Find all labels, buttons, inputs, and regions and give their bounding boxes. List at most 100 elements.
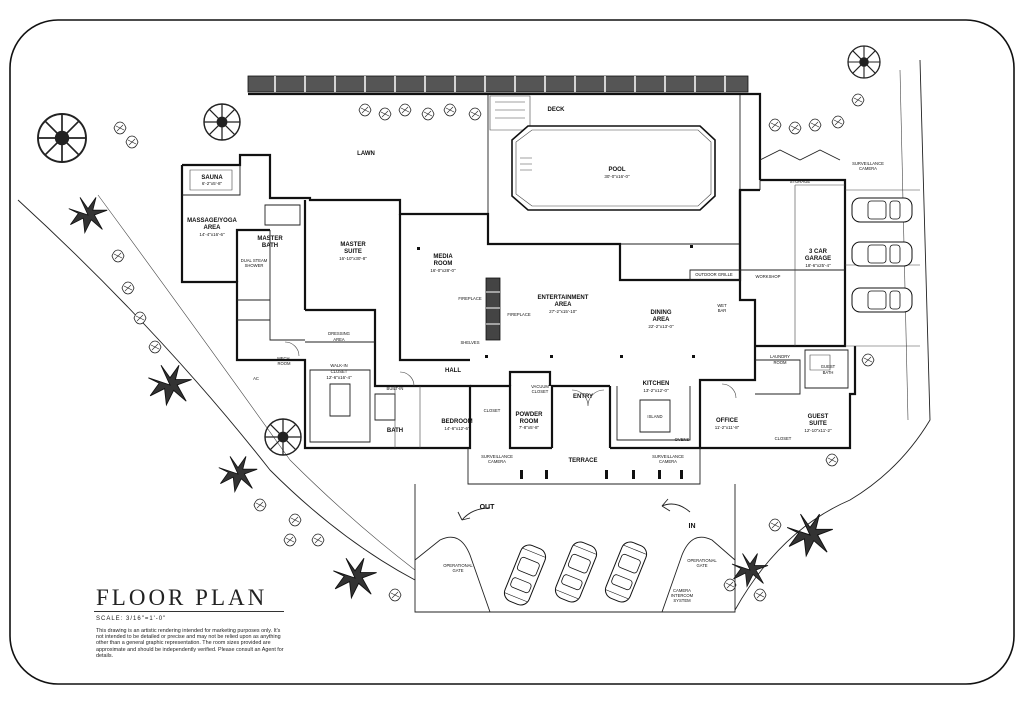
palm-icon: [731, 553, 769, 587]
car-icon: [851, 197, 913, 223]
room-label-hall: HALL: [445, 368, 461, 374]
room-label-laundry-2: ROOM: [773, 360, 787, 365]
terrace-area: [467, 448, 701, 485]
hedge-row: [247, 75, 749, 93]
palm-icon: [218, 455, 258, 493]
room-label-shower-2: SHOWER: [245, 263, 264, 268]
camera-label-3b: CAMERA: [859, 166, 877, 171]
room-label-bath: BATH: [387, 428, 403, 434]
room-dim-powder: 7'-8"x5'-8": [519, 425, 540, 430]
room-label-wet-bar-2: BAR: [718, 308, 727, 313]
tree-icon: [847, 45, 881, 79]
room-label-terrace: TERRACE: [568, 458, 597, 464]
room-label-laundry: LAUNDRY: [770, 354, 790, 359]
room-label-ovens: OVENS: [675, 437, 690, 442]
room-label-office: OFFICE: [716, 418, 738, 424]
room-label-master-suite-2: SUITE: [344, 249, 362, 255]
camera-label-1b: CAMERA: [488, 459, 506, 464]
room-label-media: MEDIA: [433, 254, 453, 260]
room-label-kitchen: KITCHEN: [643, 381, 670, 387]
camera-label-2: SURVEILLANCE: [652, 454, 684, 459]
room-label-dressing: DRESSING: [328, 331, 350, 336]
room-dim-media: 16'-0"x28'-0": [430, 268, 456, 273]
room-dim-bedroom: 14'-6"x12'-6": [444, 426, 470, 431]
room-label-powder-2: ROOM: [520, 419, 539, 425]
room-label-shower: DUAL STEAM: [241, 258, 268, 263]
lawn-label: LAWN: [357, 151, 375, 157]
fireplace-block: [485, 277, 501, 341]
pool: [511, 125, 716, 211]
room-label-guest-bath: GUEST: [821, 364, 836, 369]
room-dim-walkin: 12'-6"x16'-4": [326, 375, 352, 380]
room-label-media-2: ROOM: [434, 261, 453, 267]
intercom-label-2: INTERCOM: [671, 593, 694, 598]
room-label-vacuum-2: CLOSET: [532, 389, 549, 394]
title-underline: [94, 611, 284, 612]
camera-label-2b: CAMERA: [659, 459, 677, 464]
plan-scale: SCALE: 3/16"=1'-0": [96, 616, 167, 622]
room-label-massage-2: AREA: [203, 225, 221, 231]
room-label-guest-bath-2: BATH: [823, 370, 834, 375]
room-label-massage: MASSAGE/YOGA: [187, 218, 237, 224]
room-label-grille: OUTDOOR GRILLE: [695, 272, 733, 277]
room-labels: SAUNA 6'-2"x5'-8" MASSAGE/YOGA AREA 14'-…: [187, 175, 835, 464]
room-label-built-in: BUILT-IN: [387, 386, 404, 391]
room-dim-sauna: 6'-2"x5'-8": [202, 181, 223, 186]
room-label-walkin-2: CLOSET: [331, 369, 348, 374]
shelves-label: SHELVES: [460, 340, 479, 345]
room-label-garage-2: GARAGE: [805, 256, 831, 262]
room-dim-dining: 22'-2"x13'-0": [648, 324, 674, 329]
pool-dim: 30'-0"x16'-0": [604, 174, 630, 179]
room-label-bedroom: BEDROOM: [441, 419, 472, 425]
room-dim-kitchen: 13'-2"x12'-0": [643, 388, 669, 393]
room-label-walkin: WALK-IN: [330, 363, 347, 368]
room-label-vacuum: VACUUM: [531, 384, 549, 389]
motor-court: [414, 484, 736, 613]
room-label-dressing-2: AREA: [333, 337, 345, 342]
palm-icon: [147, 364, 193, 406]
room-label-master-suite: MASTER: [340, 242, 366, 248]
room-label-ac: AC: [253, 376, 259, 381]
room-label-mech: MECH.: [277, 356, 291, 361]
deck-label: DECK: [547, 107, 565, 113]
room-label-wet-bar: WET: [717, 303, 727, 308]
room-label-powder: POWDER: [516, 412, 544, 418]
palm-icon: [68, 196, 108, 234]
room-label-closet: CLOSET: [484, 408, 501, 413]
car-icon: [501, 541, 549, 609]
room-label-guest-suite-2: SUITE: [809, 421, 827, 427]
gate-label-right-2: GATE: [696, 563, 707, 568]
room-label-island: ISLAND: [647, 414, 662, 419]
tree-icon: [203, 103, 241, 141]
room-dim-entertainment: 27'-2"x15'-10": [549, 309, 577, 314]
room-label-master-bath-2: BATH: [262, 243, 278, 249]
room-dim-master-suite: 16'-10"x30'-8": [339, 256, 367, 261]
car-icon: [602, 538, 650, 606]
pool-label: POOL: [608, 167, 625, 173]
gate-label-left: OPERATIONAL: [443, 563, 473, 568]
gate-label-left-2: GATE: [452, 568, 463, 573]
columns: [417, 245, 695, 479]
intercom-label-3: SYSTEM: [673, 598, 691, 603]
palm-icon: [332, 557, 378, 599]
room-dim-guest-suite: 12'-10"x11'-2": [804, 428, 832, 433]
car-icon: [851, 241, 913, 267]
disclaimer-text: This drawing is an artistic rendering in…: [96, 628, 284, 659]
car-icon: [851, 287, 913, 313]
car-icon: [552, 538, 600, 606]
property-line-west: [17, 199, 416, 581]
out-label: OUT: [480, 504, 496, 511]
room-dim-office: 11'-2"x11'-8": [715, 425, 740, 430]
tree-icon: [36, 112, 88, 164]
room-label-sauna: SAUNA: [201, 175, 223, 181]
gate-label-right: OPERATIONAL: [687, 558, 717, 563]
room-label-mech-2: ROOM: [277, 361, 291, 366]
property-line-east: [734, 59, 931, 611]
room-label-entertainment-2: AREA: [554, 302, 572, 308]
intercom-label: CAMERA: [673, 588, 691, 593]
room-label-workshop: WORKSHOP: [756, 274, 781, 279]
tree-icon: [264, 418, 302, 456]
room-label-guest-suite: GUEST: [808, 414, 829, 420]
